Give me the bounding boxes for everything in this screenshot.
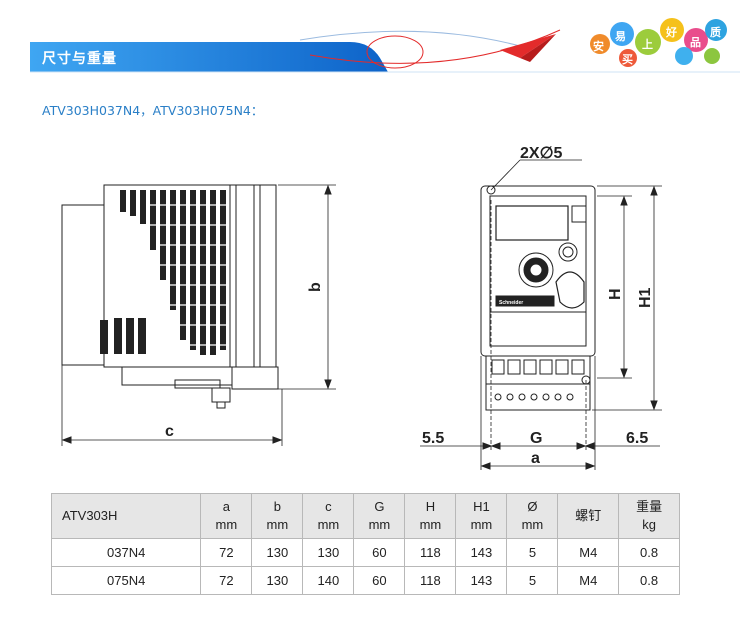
table-cell: 72 (200, 538, 253, 567)
front-view (480, 185, 596, 411)
table-cell: 130 (251, 538, 304, 567)
dim-right-label: 6.5 (626, 430, 648, 447)
hole-label: 2X∅5 (520, 145, 563, 162)
table-cell: 075N4 (50, 566, 202, 595)
col-header-a: a mm (200, 493, 253, 539)
table-cell: 60 (353, 538, 406, 567)
header-unit: mm (317, 517, 340, 532)
table-cell: 130 (251, 566, 304, 595)
dim-left-label: 5.5 (422, 430, 444, 447)
header-unit: mm (521, 517, 544, 532)
table-cell: 60 (353, 566, 406, 595)
header-unit: mm (266, 517, 289, 532)
header-unit: mm (215, 517, 238, 532)
slogan-char: 品 (690, 36, 701, 49)
header-unit: mm (470, 517, 493, 532)
dim-h-label: H (607, 288, 624, 300)
header-unit: mm (368, 517, 391, 532)
col-header-screw: 螺钉 (557, 493, 620, 539)
header-text: H1 (473, 499, 490, 514)
table-cell: M4 (557, 538, 620, 567)
table-cell: 140 (302, 566, 355, 595)
slogan-char: 好 (666, 26, 677, 39)
table-cell: 118 (404, 566, 457, 595)
table-cell: 0.8 (618, 538, 680, 567)
slogan-char: 买 (622, 53, 633, 66)
header-text: c (325, 499, 332, 514)
header-text: H (425, 499, 436, 514)
table-cell: 143 (455, 566, 508, 595)
dim-g-label: G (530, 430, 542, 447)
dim-h1-label: H1 (637, 287, 654, 308)
table-cell: M4 (557, 566, 620, 595)
slogan-char: 质 (710, 26, 721, 39)
col-header-weight: 重量 kg (618, 493, 680, 539)
col-header-c: c mm (302, 493, 355, 539)
slogan-char: 上 (642, 38, 653, 51)
col-header-model: ATV303H (50, 493, 202, 539)
dim-a-label: a (531, 450, 540, 467)
brand-logo: Schneider (499, 300, 523, 306)
table-cell: 130 (302, 538, 355, 567)
section-banner: 尺寸与重量 安 易 买 上 好 品 质 (0, 0, 740, 80)
header-text: G (374, 499, 385, 514)
table-row: 037N4 72 130 130 60 118 143 5 M4 0.8 (50, 538, 680, 567)
header-unit: mm (419, 517, 442, 532)
dim-b-label: b (307, 282, 324, 292)
table-cell: 72 (200, 566, 253, 595)
col-header-h1: H1 mm (455, 493, 508, 539)
header-unit: kg (642, 517, 656, 532)
slogan-char: 安 (593, 40, 604, 53)
header-text: ATV303H (62, 508, 118, 523)
header-text: 螺钉 (575, 508, 602, 523)
banner-decoration (30, 18, 740, 73)
dim-c-label: c (165, 423, 174, 440)
paper-plane-icon (500, 34, 556, 62)
header-text: Ø (527, 499, 538, 514)
dimension-drawing: 2X∅5 b c H H1 5.5 G 6.5 a Schneider (61, 145, 662, 470)
side-view (61, 184, 279, 409)
banner-title: 尺寸与重量 (42, 51, 117, 67)
table-cell: 0.8 (618, 566, 680, 595)
table-row: 075N4 72 130 140 60 118 143 5 M4 0.8 (50, 566, 680, 595)
header-text: 重量 (636, 499, 663, 514)
table-cell: 5 (506, 538, 559, 567)
table-cell: 118 (404, 538, 457, 567)
table-cell: 5 (506, 566, 559, 595)
model-line: ATV303H037N4，ATV303H075N4： (42, 103, 264, 118)
header-text: b (273, 499, 281, 514)
col-header-b: b mm (251, 493, 304, 539)
table-cell: 037N4 (50, 538, 202, 567)
table-cell: 143 (455, 538, 508, 567)
header-text: a (222, 499, 230, 514)
slogan-char: 易 (615, 30, 626, 43)
